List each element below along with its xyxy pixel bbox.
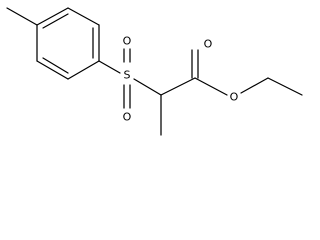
bond-methyl-ring bbox=[6, 7, 38, 26]
bond-ethyl-methyl bbox=[267, 77, 303, 96]
bond-alpha-carbon-carbonyl bbox=[160, 77, 196, 96]
atom-label-oxygen-bottom: O bbox=[123, 111, 132, 124]
ring-bond bbox=[36, 7, 69, 26]
atom-label-sulfur: S bbox=[124, 69, 131, 82]
bond-sulfur-alpha-carbon bbox=[133, 78, 162, 96]
chemical-structure: S O O O O bbox=[6, 7, 303, 136]
atom-label-carbonyl-oxygen: O bbox=[204, 38, 213, 51]
ring-inner-bond bbox=[42, 13, 69, 29]
ring-inner-bond bbox=[42, 57, 69, 74]
atom-label-ester-oxygen: O bbox=[230, 91, 239, 104]
bond-ester-oxygen-ethyl bbox=[240, 77, 269, 94]
atom-label-oxygen-top: O bbox=[123, 35, 132, 48]
bond-ring-sulfur bbox=[98, 60, 121, 74]
ring-bond bbox=[67, 7, 100, 26]
ring-bond bbox=[67, 60, 100, 80]
ring-bond bbox=[36, 60, 69, 80]
benzene-ring bbox=[36, 7, 100, 80]
bond-carbonyl-ester-oxygen bbox=[194, 77, 228, 96]
